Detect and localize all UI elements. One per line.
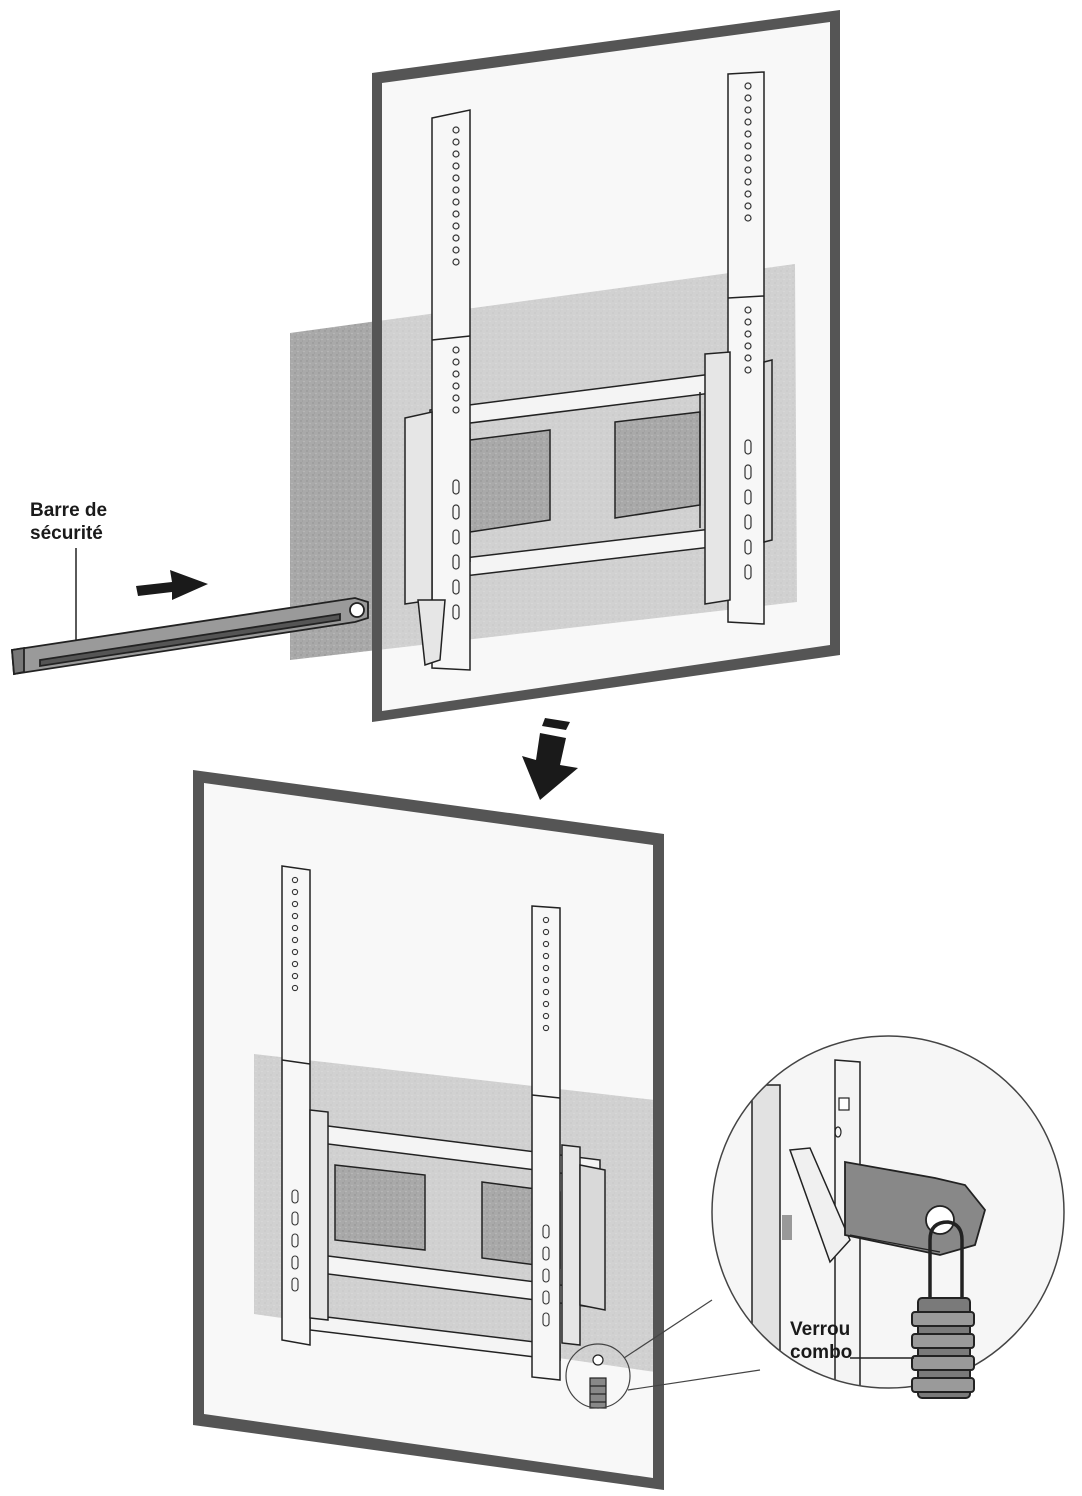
arrow-down-icon: [522, 718, 578, 800]
top-scene: [11, 10, 840, 800]
zoom-connector-1: [623, 1299, 713, 1359]
safety-bar: [11, 597, 369, 676]
combo-lock-label: Verrou combo: [790, 1318, 852, 1364]
combo-lock-label-line1: Verrou: [790, 1319, 851, 1340]
strap-holes-bottom: [291, 876, 550, 1327]
safety-bar-label-line2: sécurité: [30, 523, 103, 544]
combination-lock-icon: [911, 1220, 975, 1399]
strap-holes-top: [452, 82, 752, 620]
arrow-right-icon: [136, 570, 208, 600]
tv-strap-bottom-right: [531, 905, 606, 1381]
tv-strap-bottom-left: [281, 865, 329, 1346]
combo-lock-label-line2: combo: [790, 1342, 853, 1363]
magnifier-circle-icon: [711, 1035, 1065, 1389]
zoom-connector-2: [627, 1369, 761, 1391]
safety-bar-label-line1: Barre de: [30, 500, 108, 521]
lock-detail-small: [589, 1354, 607, 1409]
tv-strap-top-left: [404, 109, 471, 671]
zoom-source-circle: [565, 1343, 631, 1409]
bottom-scene: [193, 770, 761, 1490]
safety-bar-label: Barre de sécurité: [30, 499, 107, 545]
